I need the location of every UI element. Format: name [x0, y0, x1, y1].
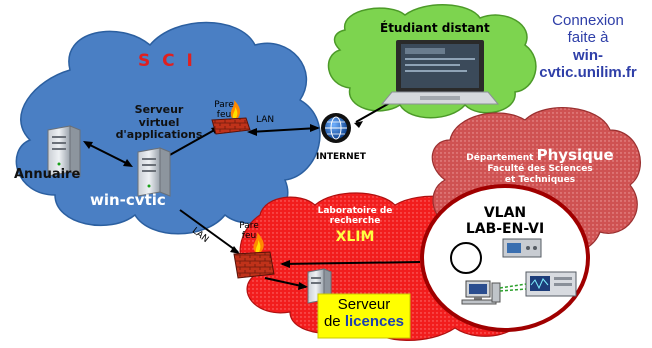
link-vlan-firewall2 — [281, 261, 421, 265]
firewall-bottom-line2: feu — [241, 231, 257, 242]
physique-line2: Faculté des Sciences — [487, 164, 593, 175]
lab-instrument-icon — [502, 238, 542, 258]
lab-cable — [499, 283, 527, 289]
connection-note: Connexion faite à win- cvtic.unilim.fr — [528, 12, 648, 81]
virtual-server-line2: virtuel — [138, 115, 180, 129]
physique-line3: et Techniques — [504, 174, 576, 185]
link-annuaire-server — [85, 142, 131, 166]
firewall-top-icon — [211, 100, 251, 135]
xlim-name: XLIM — [335, 228, 375, 245]
licence-prefix: de — [323, 313, 341, 331]
internet-globe-icon — [321, 113, 351, 143]
xlim-line1: Laboratoire de — [317, 206, 393, 216]
physique-prefix: Département — [466, 153, 534, 163]
vlan-label: VLAN LAB-EN-VI — [445, 205, 565, 237]
vlan-line2: LAB-EN-VI — [465, 221, 545, 238]
licence-box — [317, 293, 411, 339]
firewall-top-label: Pare feu — [207, 100, 241, 121]
lab-cable-2 — [499, 288, 527, 292]
laptop-icon — [380, 40, 500, 105]
connection-note-line4: cvtic.unilim.fr — [539, 63, 637, 81]
link-server-firewall2 — [179, 209, 239, 253]
firewall-bottom-icon — [233, 232, 275, 279]
vlan-node-circle — [450, 242, 482, 274]
firewall-bottom-line1: Pare — [239, 221, 259, 231]
virtual-server-line3: d'applications — [115, 128, 203, 142]
sci-title: S C I — [138, 51, 196, 71]
firewall-top-line1: Pare — [214, 100, 234, 110]
physique-label: Département Physique Faculté des Science… — [450, 146, 630, 185]
oscilloscope-icon — [525, 271, 577, 297]
annuaire-label: Annuaire — [14, 167, 81, 182]
connection-note-line2: faite à — [567, 29, 609, 47]
virtual-server-line1: Serveur — [134, 103, 184, 116]
connection-note-line1: Connexion — [552, 12, 624, 29]
internet-label: INTERNET — [316, 152, 366, 162]
lan-top-label: LAN — [256, 115, 275, 125]
licence-server-label: Serveur de licences — [318, 296, 410, 331]
physique-word: Physique — [536, 146, 614, 164]
connection-note-line3: win- — [573, 46, 603, 64]
firewall-bottom-label: Pare feu — [232, 221, 266, 242]
licence-word: licences — [344, 313, 405, 331]
workstation-icon — [461, 280, 501, 305]
vlan-line1: VLAN — [483, 205, 527, 221]
win-cvtic-server-icon — [137, 147, 171, 197]
firewall-top-line2: feu — [216, 110, 232, 121]
xlim-label: Laboratoire de recherche XLIM — [305, 206, 405, 245]
virtual-server-label: Serveur virtuel d'applications — [111, 103, 207, 142]
remote-student-title: Étudiant distant — [380, 21, 490, 35]
licence-line1: Serveur — [337, 296, 391, 313]
xlim-line2: recherche — [329, 216, 381, 227]
annuaire-server-icon — [47, 125, 81, 177]
win-cvtic-label: win-cvtic — [90, 191, 166, 209]
link-firewall-internet — [249, 127, 319, 133]
